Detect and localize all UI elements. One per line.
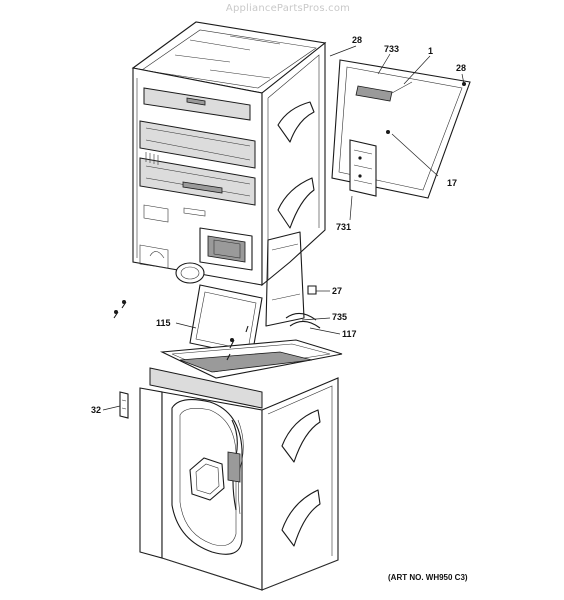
bracket-32 [119,391,129,419]
washer-cabinet [139,339,343,591]
callout-1: 1 [428,46,434,56]
art-number: (ART NO. WH950 C3) [388,573,468,582]
clip-27 [307,285,317,295]
callout-28-top: 28 [352,35,363,45]
callout-17: 17 [447,178,458,188]
callout-117: 117 [342,329,357,339]
callout-32: 32 [91,405,102,415]
screws [113,300,249,361]
callout-115: 115 [156,318,171,328]
watermark: AppliancePartsPros.com [225,3,351,14]
callout-733: 733 [384,44,400,54]
dryer-cabinet [131,21,327,327]
callout-735: 735 [332,312,348,322]
leader-lines [102,45,465,411]
callout-27: 27 [332,286,343,296]
callout-28-right: 28 [456,63,467,73]
seal-735-117 [285,312,321,329]
dryer-door [331,59,471,199]
callout-731: 731 [336,222,352,232]
